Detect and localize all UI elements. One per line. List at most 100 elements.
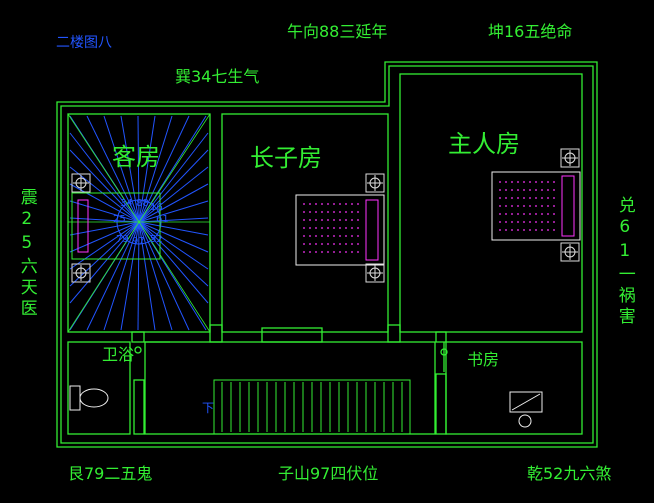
bed-dot <box>309 243 311 245</box>
bed-dot <box>309 227 311 229</box>
bathroom-wall <box>67 341 131 435</box>
door-hinge <box>440 348 448 356</box>
door-opening <box>261 327 323 343</box>
bed-dot <box>303 227 305 229</box>
bed-dot <box>303 243 305 245</box>
bed-dot <box>535 197 537 199</box>
bed-dot <box>541 205 543 207</box>
bed-dot <box>351 235 353 237</box>
bed-dot <box>529 205 531 207</box>
study-desk <box>509 391 543 413</box>
bed-dot <box>333 251 335 253</box>
bed-dot <box>315 235 317 237</box>
bed-dot <box>345 227 347 229</box>
direction-left: 震25六天医 <box>16 188 37 320</box>
toilet-bowl <box>79 388 109 408</box>
door-jamb <box>387 324 401 343</box>
compass-ray <box>69 149 140 223</box>
bed-dot <box>499 197 501 199</box>
bed-dot <box>505 197 507 199</box>
compass-guide <box>67 113 140 223</box>
bed-dot <box>529 197 531 199</box>
room-label-master: 主人房 <box>448 130 520 158</box>
compass-ray <box>138 221 209 304</box>
compass-ray <box>138 115 190 223</box>
door-jamb <box>435 373 447 435</box>
compass-ray <box>138 183 209 223</box>
bed-dot <box>309 251 311 253</box>
bed-dot <box>517 205 519 207</box>
bed-dot <box>327 211 329 213</box>
bed-dot <box>499 221 501 223</box>
study-desk-diagonal <box>511 393 541 411</box>
bed-dot <box>541 189 543 191</box>
bed-dot <box>529 213 531 215</box>
bed-dot <box>529 181 531 183</box>
bed-dot <box>553 221 555 223</box>
outlet-icon <box>71 263 91 283</box>
son-bed-pattern <box>303 203 359 253</box>
outlet-icon <box>560 148 580 168</box>
bed-dot <box>339 219 341 221</box>
bed-dot <box>511 221 513 223</box>
bed-dot <box>523 181 525 183</box>
bed-dot <box>357 235 359 237</box>
compass-ray <box>69 221 140 236</box>
bed-dot <box>303 251 305 253</box>
bed-dot <box>345 251 347 253</box>
compass-ray <box>138 115 156 223</box>
compass-number: 25 <box>113 214 126 225</box>
bed-dot <box>303 211 305 213</box>
bed-dot <box>351 243 353 245</box>
compass-number: 88 <box>136 198 149 209</box>
bed-dot <box>505 181 507 183</box>
bed-dot <box>333 203 335 205</box>
compass-guide <box>138 221 211 333</box>
bed-dot <box>339 227 341 229</box>
bed-dot <box>339 235 341 237</box>
bed-dot <box>553 229 555 231</box>
bed-dot <box>327 235 329 237</box>
room-label-guest: 客房 <box>112 143 160 171</box>
furniture <box>69 171 581 428</box>
bed-dot <box>303 219 305 221</box>
bed-dot <box>357 251 359 253</box>
son-bed <box>295 194 385 266</box>
bed-dot <box>357 243 359 245</box>
bed-dot <box>547 213 549 215</box>
door-jamb <box>133 379 145 435</box>
bed-dot <box>517 197 519 199</box>
bed-dot <box>499 229 501 231</box>
bed-dot <box>511 229 513 231</box>
bed-dot <box>339 243 341 245</box>
compass-ray <box>86 221 140 331</box>
bed-dot <box>321 211 323 213</box>
compass-ray <box>69 221 140 270</box>
bed-dot <box>535 205 537 207</box>
bed-dot <box>541 197 543 199</box>
bed-dot <box>333 211 335 213</box>
bed-dot <box>357 203 359 205</box>
stair-outline <box>213 379 411 435</box>
outlet-icon <box>365 173 385 193</box>
bed-dot <box>535 213 537 215</box>
bed-dot <box>511 205 513 207</box>
bed-dot <box>517 229 519 231</box>
compass-ray <box>138 221 209 253</box>
bed-dot <box>541 181 543 183</box>
bed-dot <box>315 227 317 229</box>
bed-dot <box>511 181 513 183</box>
room-label-bathroom: 卫浴 <box>102 345 135 364</box>
compass-ray <box>69 132 140 223</box>
door-hinge <box>134 346 142 354</box>
bed-dot <box>553 189 555 191</box>
bed-dot <box>523 221 525 223</box>
bed-dot <box>553 213 555 215</box>
bed-dot <box>315 203 317 205</box>
bed-dot <box>315 211 317 213</box>
direction-top-right: 坤16五绝命 <box>488 22 573 41</box>
compass-ray <box>138 221 209 270</box>
bed-dot <box>321 227 323 229</box>
outlet-symbols <box>71 148 580 283</box>
outlet-icon <box>71 173 91 193</box>
